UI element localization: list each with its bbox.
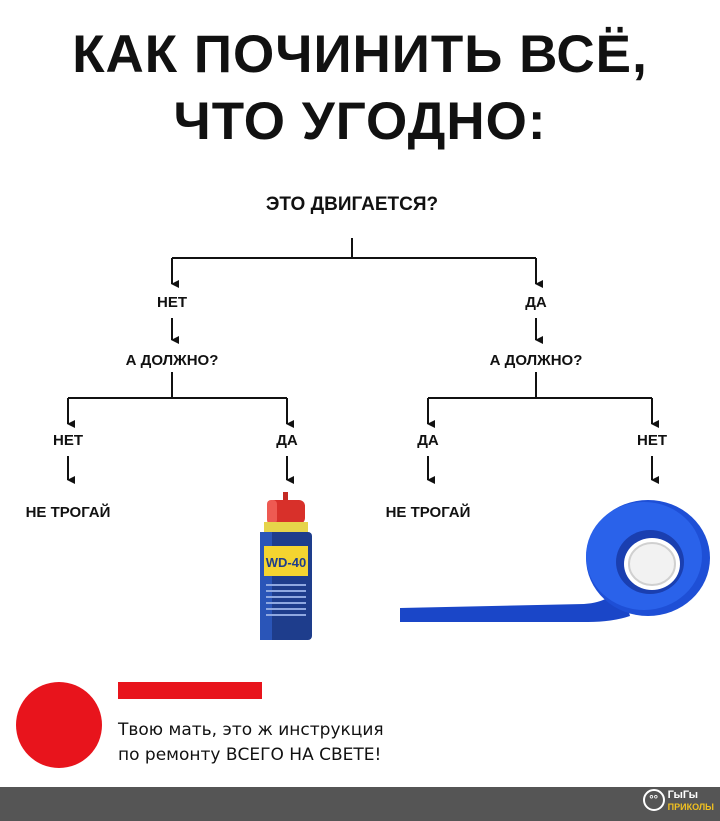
right-yes-answer: ДА <box>417 432 439 449</box>
brand-sub: ПРИКОЛЫ <box>667 802 714 812</box>
brand-logo-icon: °° <box>642 789 665 811</box>
blue-tape-roll-image <box>400 500 710 622</box>
footer-bar <box>0 787 720 821</box>
caption-line-1: Твою мать, это ж инструкция <box>118 720 384 740</box>
right-no-answer: НЕТ <box>637 432 667 449</box>
wd40-label: WD-40 <box>266 555 306 570</box>
left-question: А ДОЛЖНО? <box>125 352 219 369</box>
left-answer: НЕТ <box>157 294 187 311</box>
title-line-1: КАК ПОЧИНИТЬ ВСЁ, <box>72 25 648 84</box>
left-no-result: НЕ ТРОГАЙ <box>25 504 111 521</box>
left-no-answer: НЕТ <box>53 432 83 449</box>
red-circle <box>16 682 102 768</box>
caption-line-2: по ремонту ВСЕГО НА СВЕТЕ! <box>118 745 382 765</box>
right-answer: ДА <box>525 294 547 311</box>
title-line-2: ЧТО УГОДНО: <box>173 92 547 151</box>
brand-main: ГыГы <box>667 789 699 801</box>
red-bar <box>118 682 262 699</box>
left-yes-answer: ДА <box>276 432 298 449</box>
root-question: ЭТО ДВИГАЕТСЯ? <box>265 194 439 215</box>
right-yes-result: НЕ ТРОГАЙ <box>385 504 471 521</box>
right-question: А ДОЛЖНО? <box>489 352 583 369</box>
wd40-can-image: WD-40 <box>260 492 312 640</box>
